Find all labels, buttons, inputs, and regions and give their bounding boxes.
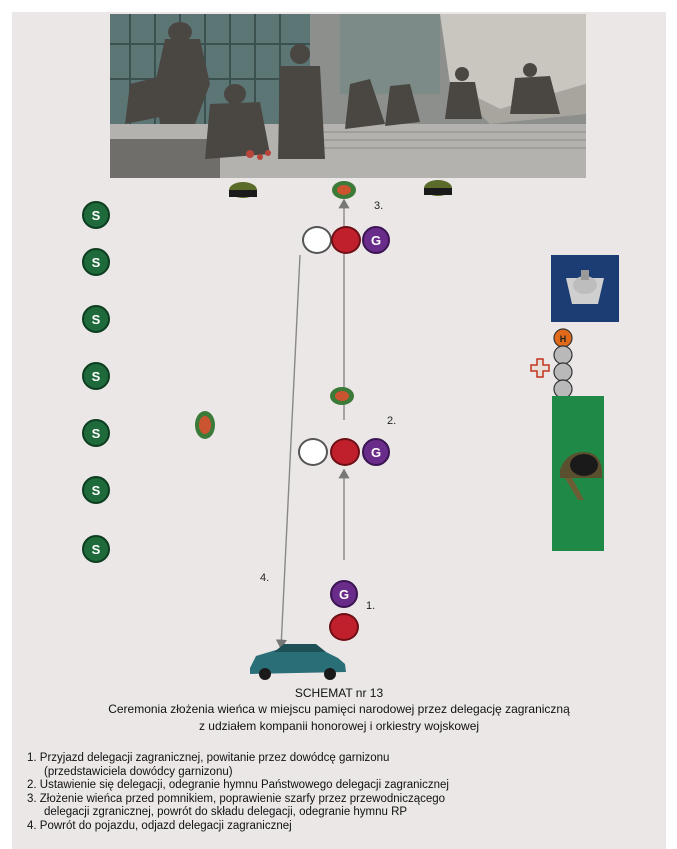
step-text: 2. Ustawienie się delegacji, odegranie h… — [27, 779, 449, 791]
step-text: delegacji zgranicznej, powrót do składu … — [44, 806, 408, 818]
helmet-icon — [560, 452, 602, 500]
delegation-head: G — [362, 226, 390, 254]
orchestra-column: H — [553, 328, 573, 399]
step-item-4: 4. Powrót do pojazdu, odjazd delegacji z… — [27, 820, 647, 834]
schema-subtitle-line2: z udziałem kompanii honorowej i orkiestr… — [198, 719, 480, 733]
step-text: (przedstawiciela dowódcy garnizonu) — [44, 765, 233, 778]
svg-text:H: H — [560, 334, 567, 344]
step-text: 3. Złożenie wieńca przed pomnikiem, popr… — [27, 792, 446, 805]
delegation-head: G — [362, 438, 390, 466]
delegation-member-white — [298, 438, 328, 466]
schema-subtitle-line1: Ceremonia złożenia wieńca w miejscu pami… — [108, 702, 570, 716]
step-item-1: 1. Przyjazd delegacji zagranicznej, powi… — [27, 752, 647, 779]
monument-photo — [110, 14, 586, 178]
military-cap-icon — [229, 182, 257, 198]
host-representative — [331, 226, 361, 254]
step-label-3: 3. — [374, 200, 384, 212]
step-list: 1. Przyjazd delegacji zagranicznej, powi… — [27, 752, 647, 833]
guard-marker: S — [82, 305, 110, 333]
guard-marker: S — [82, 535, 110, 563]
wreath-icon — [332, 181, 356, 199]
delegation-head: G — [330, 580, 358, 608]
guard-marker: S — [82, 201, 110, 229]
delegation-member-white — [302, 226, 332, 254]
eagle-banner-icon — [551, 255, 619, 322]
step-item-2: 2. Ustawienie się delegacji, odegranie h… — [27, 779, 647, 793]
host-representative — [330, 438, 360, 466]
step-text: 4. Powrót do pojazdu, odjazd delegacji z… — [27, 819, 292, 832]
guard-marker: S — [82, 419, 110, 447]
step-label-2: 2. — [387, 415, 397, 427]
wreath-icon — [330, 387, 354, 405]
step-text: 1. Przyjazd delegacji zagranicznej, powi… — [27, 752, 390, 764]
schema-caption: SCHEMAT nr 13 Ceremonia złożenia wieńca … — [12, 686, 666, 734]
honor-company-block — [552, 396, 604, 551]
military-cross-icon — [530, 358, 550, 378]
military-cap-icon — [424, 180, 452, 196]
wreath-icon — [195, 411, 215, 439]
schema-title: SCHEMAT nr 13 — [294, 686, 384, 700]
guard-marker: S — [82, 362, 110, 390]
guard-marker: S — [82, 476, 110, 504]
car-icon — [250, 644, 346, 680]
step-label-4: 4. — [260, 572, 270, 584]
host-representative — [329, 613, 359, 641]
arrow-step4-return — [275, 254, 301, 650]
step-item-3: 3. Złożenie wieńca przed pomnikiem, popr… — [27, 793, 647, 820]
guard-marker: S — [82, 248, 110, 276]
step-label-1: 1. — [366, 600, 376, 612]
